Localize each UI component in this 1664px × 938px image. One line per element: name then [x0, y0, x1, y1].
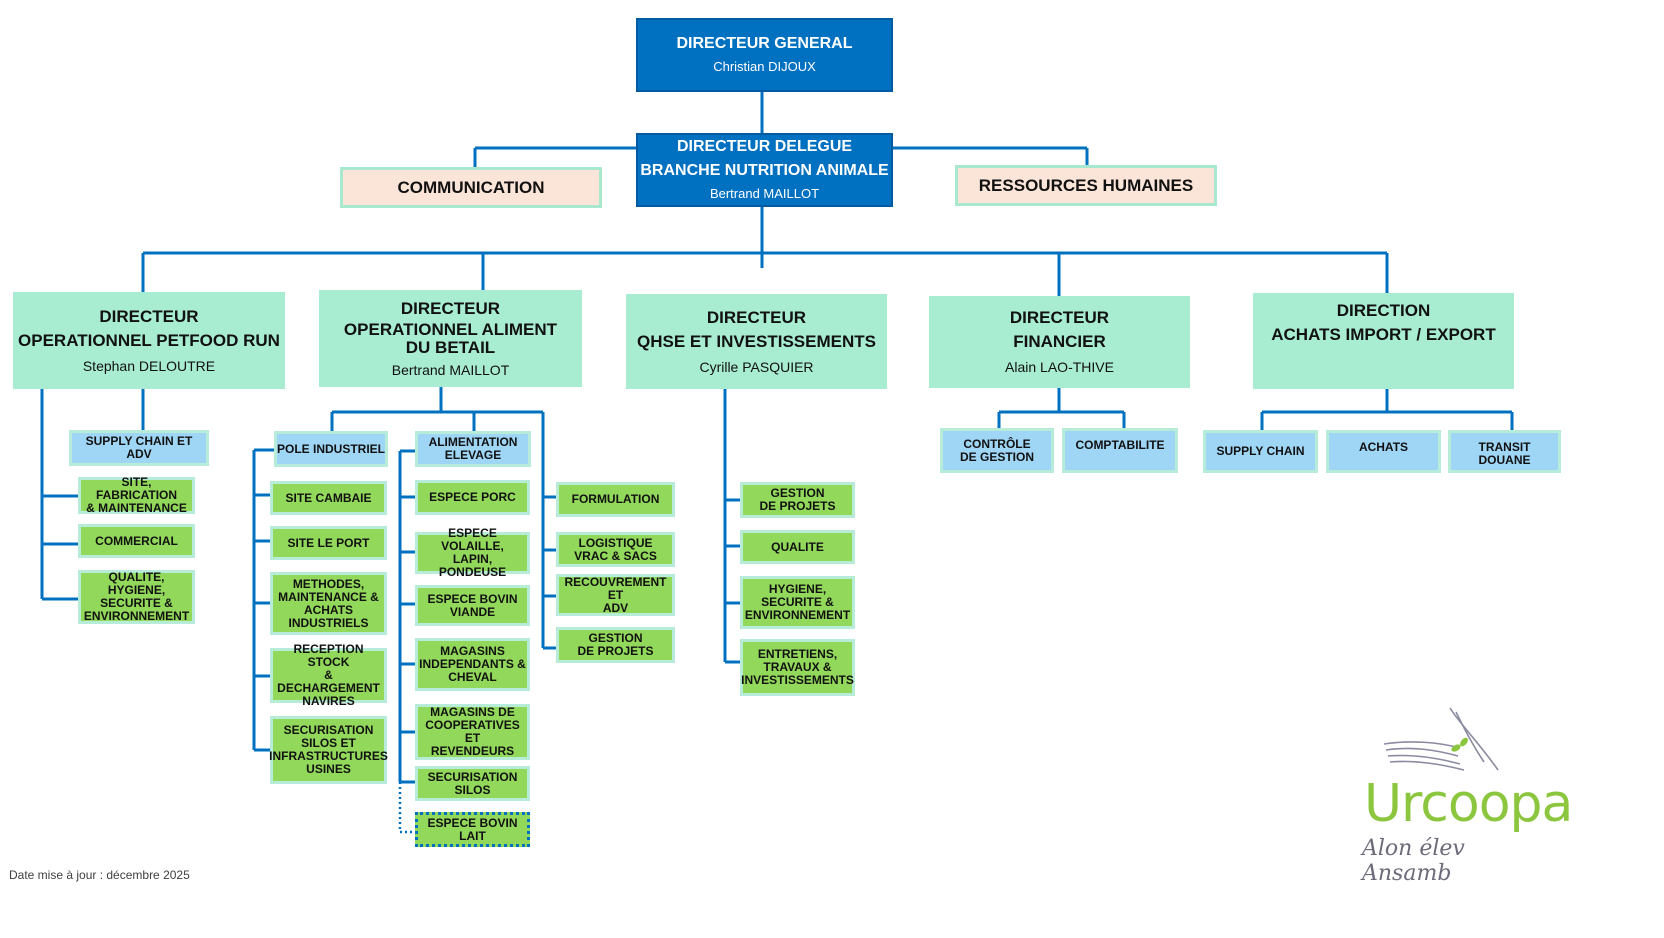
espece-volaille-box: ESPECE VOLAILLE, LAPIN, PONDEUSE: [415, 527, 530, 579]
achats-achats-box: ACHATS: [1326, 430, 1441, 473]
deputy-name: Bertrand MAILLOT: [709, 186, 820, 201]
hr-label: RESSOURCES HUMAINES: [978, 175, 1194, 195]
hr-box: RESSOURCES HUMAINES: [955, 165, 1217, 206]
director-qhse-name: Cyrille PASQUIER: [699, 358, 814, 375]
transit-douane-box: TRANSIT DOUANE: [1448, 430, 1561, 473]
controle-gestion-box: CONTRÔLE DE GESTION: [940, 428, 1054, 473]
director-aliment-title-1: DIRECTEUR: [400, 298, 501, 318]
magasins-independants-box: MAGASINS INDEPENDANTS & CHEVAL: [415, 638, 530, 691]
director-aliment-title-2: OPERATIONNEL ALIMENT DU BETAIL: [343, 319, 558, 357]
ceo-title: DIRECTEUR GENERAL: [676, 35, 853, 52]
director-petfood-title-2: OPERATIONNEL PETFOOD RUN: [18, 330, 280, 350]
formulation-box: FORMULATION: [556, 482, 675, 517]
achats-supply-chain-box: SUPPLY CHAIN: [1203, 430, 1318, 473]
aliment-gestion-projets-box: GESTION DE PROJETS: [556, 627, 675, 663]
logo-tagline: Alon élev Ansamb: [1362, 836, 1465, 886]
urcoopa-logo: Urcoopa Alon élev Ansamb: [1360, 704, 1573, 886]
director-qhse: DIRECTEUR QHSE ET INVESTISSEMENTS Cyrill…: [626, 294, 887, 389]
petfood-qualite-box: QUALITE, HYGIENE, SECURITE & ENVIRONNEME…: [78, 570, 195, 624]
alimentation-elevage-box: ALIMENTATION ELEVAGE: [415, 431, 531, 467]
director-petfood-title-1: DIRECTEUR: [99, 306, 199, 326]
petfood-commercial-box: COMMERCIAL: [78, 524, 195, 558]
espece-porc-box: ESPECE PORC: [415, 480, 530, 515]
direction-achats-title-2: ACHATS IMPORT / EXPORT: [1271, 325, 1496, 344]
espece-bovin-lait-box: ESPECE BOVIN LAIT: [415, 812, 530, 847]
director-qhse-title-1: DIRECTEUR: [706, 307, 807, 327]
update-date-note: Date mise à jour : décembre 2025: [9, 868, 190, 882]
comptabilite-box: COMPTABILITE: [1062, 428, 1178, 473]
recouvrement-box: RECOUVREMENT ET ADV: [556, 574, 675, 616]
director-financier-title-1: DIRECTEUR: [1009, 308, 1110, 327]
petfood-supply-chain-box: SUPPLY CHAIN ET ADV: [69, 430, 209, 466]
site-le-port-box: SITE LE PORT: [270, 526, 387, 560]
logo-brand-text: Urcoopa: [1364, 774, 1573, 834]
securisation-silos-box: SECURISATION SILOS: [415, 766, 530, 801]
director-financier-name: Alain LAO-THIVE: [1005, 359, 1114, 375]
ceo-box: DIRECTEUR GENERAL Christian DIJOUX: [636, 18, 893, 92]
pole-industriel-box: POLE INDUSTRIEL: [274, 431, 388, 467]
director-aliment-name: Bertrand MAILLOT: [391, 361, 510, 378]
qhse-qualite-box: QUALITE: [740, 530, 855, 564]
qhse-entretiens-box: ENTRETIENS, TRAVAUX & INVESTISSEMENTS: [740, 639, 855, 696]
reception-stock-box: RECEPTION STOCK & DECHARGEMENT NAVIRES: [270, 643, 387, 708]
deputy-box: DIRECTEUR DELEGUE BRANCHE NUTRITION ANIM…: [636, 133, 893, 207]
director-petfood: DIRECTEUR OPERATIONNEL PETFOOD RUN Steph…: [13, 292, 285, 389]
director-petfood-name: Stephan DELOUTRE: [82, 357, 216, 374]
magasins-cooperatives-box: MAGASINS DE COOPERATIVES ET REVENDEURS: [415, 704, 530, 760]
director-qhse-title-2: QHSE ET INVESTISSEMENTS: [637, 331, 876, 351]
deputy-title-1: DIRECTEUR DELEGUE: [676, 138, 853, 155]
qhse-hygiene-box: HYGIENE, SECURITE & ENVIRONNEMENT: [740, 576, 855, 629]
deputy-title-2: BRANCHE NUTRITION ANIMALE: [640, 162, 889, 179]
director-aliment: DIRECTEUR OPERATIONNEL ALIMENT DU BETAIL…: [319, 290, 582, 387]
direction-achats: DIRECTION ACHATS IMPORT / EXPORT: [1253, 293, 1514, 389]
hand-leaf-icon: [1383, 707, 1499, 771]
logistique-box: LOGISTIQUE VRAC & SACS: [556, 532, 675, 567]
direction-achats-title-1: DIRECTION: [1336, 301, 1431, 320]
communication-label: COMMUNICATION: [397, 177, 545, 197]
petfood-site-box: SITE, FABRICATION & MAINTENANCE: [78, 476, 195, 515]
director-financier-title-2: FINANCIER: [1013, 332, 1106, 351]
site-cambaie-box: SITE CAMBAIE: [270, 481, 387, 515]
espece-bovin-viande-box: ESPECE BOVIN VIANDE: [415, 585, 530, 626]
qhse-gestion-projets-box: GESTION DE PROJETS: [740, 482, 855, 518]
ceo-name: Christian DIJOUX: [713, 59, 816, 74]
director-financier: DIRECTEUR FINANCIER Alain LAO-THIVE: [929, 296, 1190, 388]
securisation-usines-box: SECURISATION SILOS ET INFRASTRUCTURES US…: [269, 716, 388, 784]
methodes-box: METHODES, MAINTENANCE & ACHATS INDUSTRIE…: [270, 572, 387, 635]
communication-box: COMMUNICATION: [340, 167, 602, 208]
